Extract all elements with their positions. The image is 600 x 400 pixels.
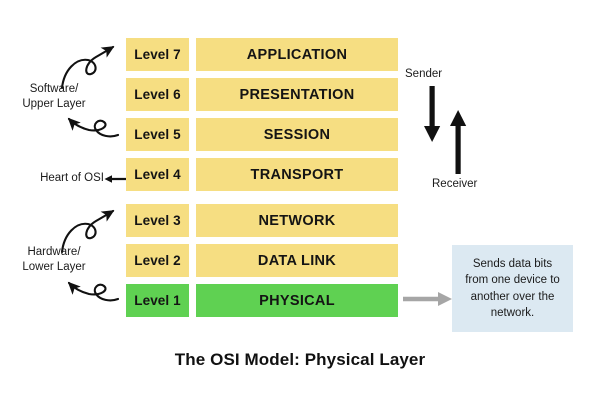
level-chip: Level 7: [126, 38, 189, 71]
diagram-title: The OSI Model: Physical Layer: [174, 350, 426, 369]
software-upper-layer-label: Software/ Upper Layer: [22, 83, 86, 110]
layer-row: Level 7 APPLICATION: [126, 38, 398, 71]
layer-name: PRESENTATION: [196, 78, 398, 111]
level-chip: Level 5: [126, 118, 189, 151]
layer-row: Level 6 PRESENTATION: [126, 78, 398, 111]
sender-receiver-block: Sender Receiver: [400, 68, 500, 193]
receiver-label: Receiver: [432, 178, 478, 190]
layer-row-highlighted: Level 1 PHYSICAL: [126, 284, 398, 317]
heart-of-osi-label: Heart of OSI: [40, 172, 104, 184]
layer-row: Level 3 NETWORK: [126, 204, 398, 237]
sender-label: Sender: [405, 68, 443, 80]
layer-row: Level 2 DATA LINK: [126, 244, 398, 277]
layer-row: Level 5 SESSION: [126, 118, 398, 151]
level-chip: Level 4: [126, 158, 189, 191]
osi-layer-stack: Level 7 APPLICATION Level 6 PRESENTATION…: [126, 38, 398, 324]
level-chip: Level 3: [126, 204, 189, 237]
physical-layer-callout-arrow-icon: [403, 292, 452, 306]
layer-name: DATA LINK: [196, 244, 398, 277]
level-chip: Level 1: [126, 284, 189, 317]
layer-name: TRANSPORT: [196, 158, 398, 191]
level-chip: Level 6: [126, 78, 189, 111]
callout-text: Sends data bits from one device to anoth…: [465, 257, 560, 320]
layer-name: APPLICATION: [196, 38, 398, 71]
level-chip: Level 2: [126, 244, 189, 277]
heart-of-osi-arrow-icon: [104, 175, 128, 183]
layer-name: SESSION: [196, 118, 398, 151]
layer-name: NETWORK: [196, 204, 398, 237]
layer-name: PHYSICAL: [196, 284, 398, 317]
sender-receiver-arrows-icon: [424, 86, 467, 174]
hardware-lower-layer-label: Hardware/ Lower Layer: [22, 246, 86, 273]
physical-layer-callout: Sends data bits from one device to anoth…: [452, 245, 573, 332]
layer-row: Level 4 TRANSPORT: [126, 158, 398, 191]
